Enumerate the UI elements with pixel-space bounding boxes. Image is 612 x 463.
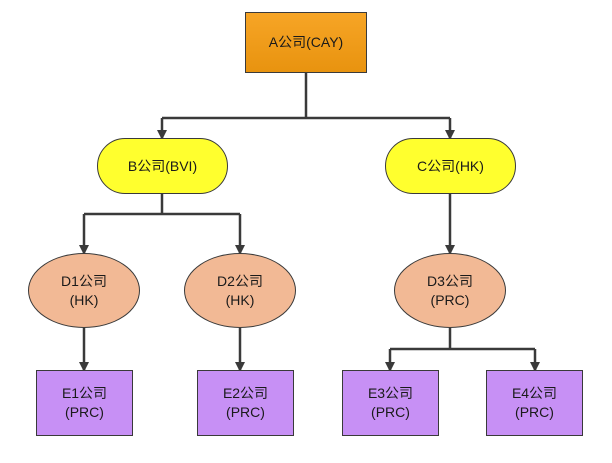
node-d2-label-line2: (HK) — [225, 291, 255, 308]
node-d3-label-line1: D3公司 — [427, 272, 473, 289]
node-d2-company: D2公司 (HK) — [184, 253, 296, 328]
node-e4-company: E4公司 (PRC) — [486, 370, 583, 436]
node-d1-company: D1公司 (HK) — [28, 253, 140, 328]
node-e3-label-line1: E3公司 — [367, 385, 414, 401]
node-d1-label-line1: D1公司 — [61, 272, 107, 289]
node-a-company: A公司(CAY) — [245, 12, 367, 73]
node-e1-label-line1: E1公司 — [61, 385, 108, 401]
node-a-label: A公司(CAY) — [268, 34, 344, 50]
node-e1-label-line2: (PRC) — [65, 404, 104, 420]
node-e1-company: E1公司 (PRC) — [36, 370, 133, 436]
node-b-label: B公司(BVI) — [127, 157, 198, 174]
node-d3-company: D3公司 (PRC) — [394, 253, 506, 328]
node-c-label: C公司(HK) — [417, 157, 484, 174]
node-d1-label-line2: (HK) — [69, 291, 99, 308]
node-e2-label-line2: (PRC) — [226, 404, 265, 420]
node-d3-label-line2: (PRC) — [430, 291, 470, 308]
node-b-company: B公司(BVI) — [97, 138, 228, 194]
node-e3-company: E3公司 (PRC) — [342, 370, 439, 436]
node-e3-label-line2: (PRC) — [371, 404, 410, 420]
node-e2-label-line1: E2公司 — [222, 385, 269, 401]
node-e2-company: E2公司 (PRC) — [197, 370, 294, 436]
node-c-company: C公司(HK) — [385, 138, 516, 194]
node-e4-label-line2: (PRC) — [515, 404, 554, 420]
node-e4-label-line1: E4公司 — [511, 385, 558, 401]
node-d2-label-line1: D2公司 — [217, 272, 263, 289]
